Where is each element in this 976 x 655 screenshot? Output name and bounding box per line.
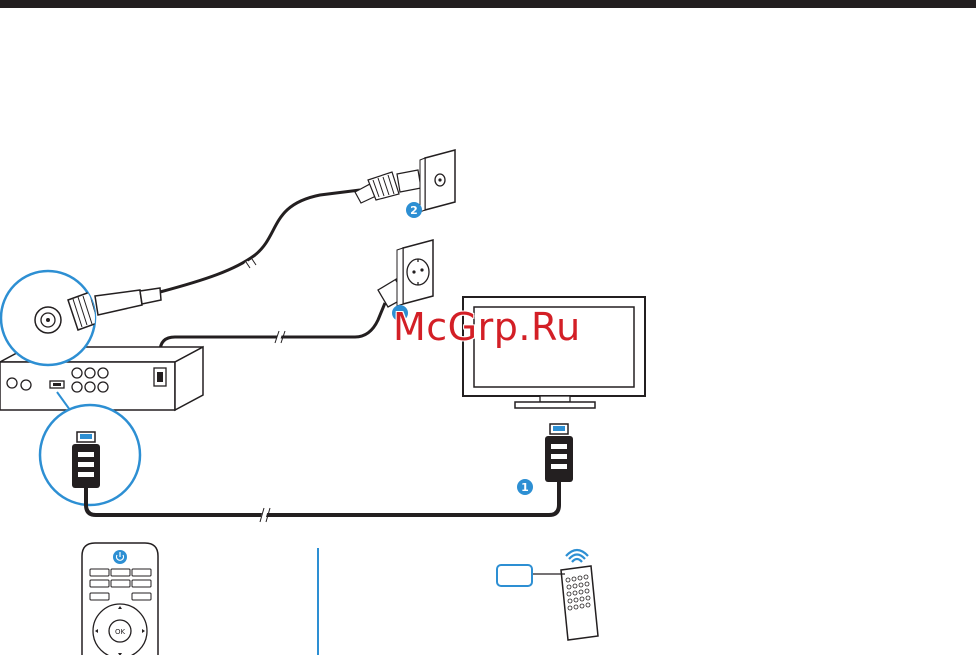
step-2-badge: 2	[406, 202, 422, 218]
step-2-label: 2	[410, 204, 418, 217]
signal-icon	[566, 550, 588, 562]
hdmi-cable	[86, 482, 559, 522]
antenna-plug-outside	[95, 288, 161, 315]
antenna-wall-socket	[420, 150, 455, 212]
watermark: McGrp.Ru	[393, 305, 581, 349]
step-1-badge: 1	[517, 479, 533, 495]
battery-icon	[497, 565, 532, 586]
power-wall-socket	[397, 240, 433, 306]
step-1-label: 1	[521, 481, 529, 494]
antenna-cable	[160, 190, 360, 292]
hdmi-plug-tv	[545, 424, 573, 482]
remote-control: OK	[82, 543, 158, 655]
ok-label: OK	[115, 628, 126, 636]
hdmi-port-callout	[40, 405, 140, 505]
remote-battery-illustration	[497, 550, 598, 640]
